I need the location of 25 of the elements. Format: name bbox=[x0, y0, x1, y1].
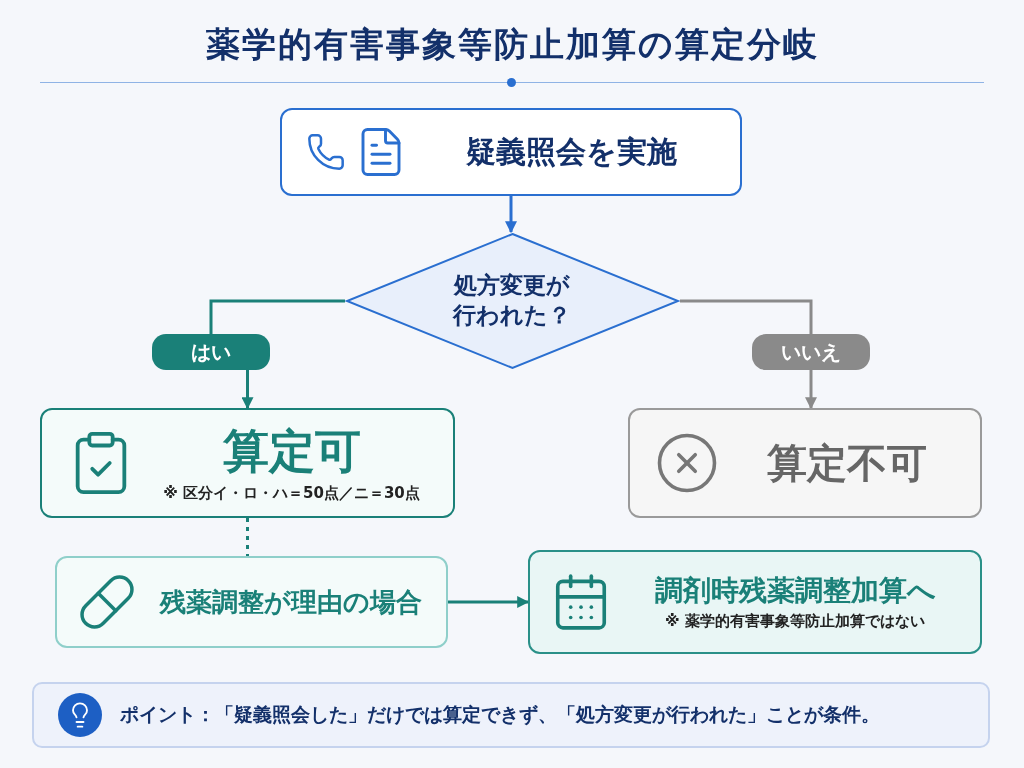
title: 薬学的有害事象等防止加算の算定分岐 bbox=[204, 23, 820, 66]
answer-label: はい bbox=[152, 334, 270, 370]
arrow bbox=[241, 370, 254, 410]
point-note: ポイント：「疑義照会した」だけでは算定できず、「処方変更が行われた」ことが条件。 bbox=[120, 702, 880, 727]
arrow bbox=[505, 196, 517, 234]
box-heading: 算定可 bbox=[222, 422, 361, 480]
box-heading: 算定不可 bbox=[767, 439, 927, 488]
point-panel bbox=[32, 682, 990, 748]
process-box bbox=[280, 108, 742, 196]
process-box bbox=[528, 550, 982, 654]
arrow bbox=[805, 370, 817, 410]
connector-line bbox=[246, 518, 249, 556]
arrow bbox=[448, 596, 530, 608]
process-box bbox=[628, 408, 982, 518]
process-box bbox=[40, 408, 455, 518]
box-note: ※ 薬学的有害事象等防止加算ではない bbox=[665, 612, 925, 631]
process-box bbox=[55, 556, 448, 648]
box-note: ※ 区分イ・ロ・ハ＝50点／ニ＝30点 bbox=[163, 484, 420, 504]
connector-line bbox=[209, 299, 345, 334]
box-heading: 調剤時残薬調整加算へ bbox=[654, 573, 936, 608]
connector-line bbox=[680, 299, 813, 334]
box-heading: 疑義照会を実施 bbox=[465, 133, 677, 171]
decision-text: 処方変更が行われた？ bbox=[451, 271, 573, 330]
answer-label: いいえ bbox=[752, 334, 870, 370]
box-heading: 残薬調整が理由の場合 bbox=[159, 585, 422, 619]
